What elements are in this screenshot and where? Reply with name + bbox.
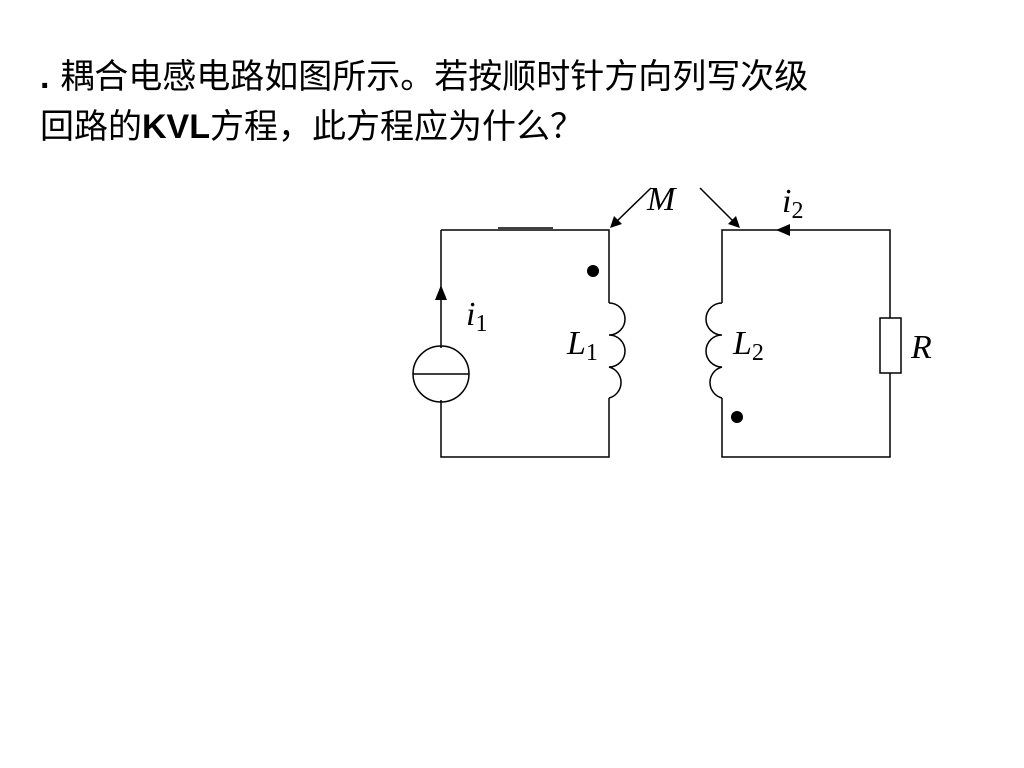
- R-label: R: [910, 329, 932, 366]
- question-line-2-pre: 回路的: [40, 107, 142, 147]
- dot-marker-L1: [587, 265, 599, 277]
- question-line-1: . 耦合电感电路如图所示。若按顺时针方向列写次级: [40, 52, 1000, 102]
- mutual-label: M: [646, 181, 677, 218]
- i1-label: i1: [466, 296, 487, 337]
- secondary-bottom-wire: [721, 373, 891, 458]
- question-line-2-post: 方程，此方程应为什么？: [210, 107, 584, 147]
- mutual-arrow-left: [613, 187, 652, 225]
- L1-label: L1: [566, 325, 598, 366]
- i1-arrow-head: [435, 285, 447, 300]
- L2-letter: L: [732, 325, 752, 362]
- inductor-L1: [608, 302, 626, 399]
- mutual-arrow-left-head: [610, 216, 622, 228]
- L1-subscript: 1: [586, 340, 598, 366]
- L2-subscript: 2: [752, 340, 764, 366]
- primary-left-wire-bottom: [440, 398, 610, 458]
- inductor-L2: [705, 302, 723, 399]
- L1-letter: L: [566, 325, 586, 362]
- dot-marker-L2: [731, 411, 743, 423]
- i2-letter: i: [782, 183, 791, 220]
- question-number: .: [40, 58, 50, 96]
- primary-top-wire: [441, 229, 610, 303]
- i2-label: i2: [782, 183, 803, 224]
- question-line-2: 回路的KVL方程，此方程应为什么？: [40, 102, 1000, 152]
- i1-subscript: 1: [475, 311, 487, 337]
- kvl-term: KVL: [142, 108, 210, 146]
- i2-subscript: 2: [791, 198, 803, 224]
- mutual-arrow-right: [699, 187, 737, 225]
- question-text: . 耦合电感电路如图所示。若按顺时针方向列写次级 回路的KVL方程，此方程应为什…: [40, 52, 1000, 152]
- mutual-arrow-right-head: [728, 216, 740, 228]
- i1-letter: i: [466, 296, 475, 333]
- question-line-1-text: 耦合电感电路如图所示。若按顺时针方向列写次级: [60, 57, 809, 97]
- secondary-left-wire-top: [721, 229, 891, 318]
- resistor: [879, 317, 902, 374]
- L2-label: L2: [732, 325, 764, 366]
- i2-arrow-head: [776, 224, 790, 236]
